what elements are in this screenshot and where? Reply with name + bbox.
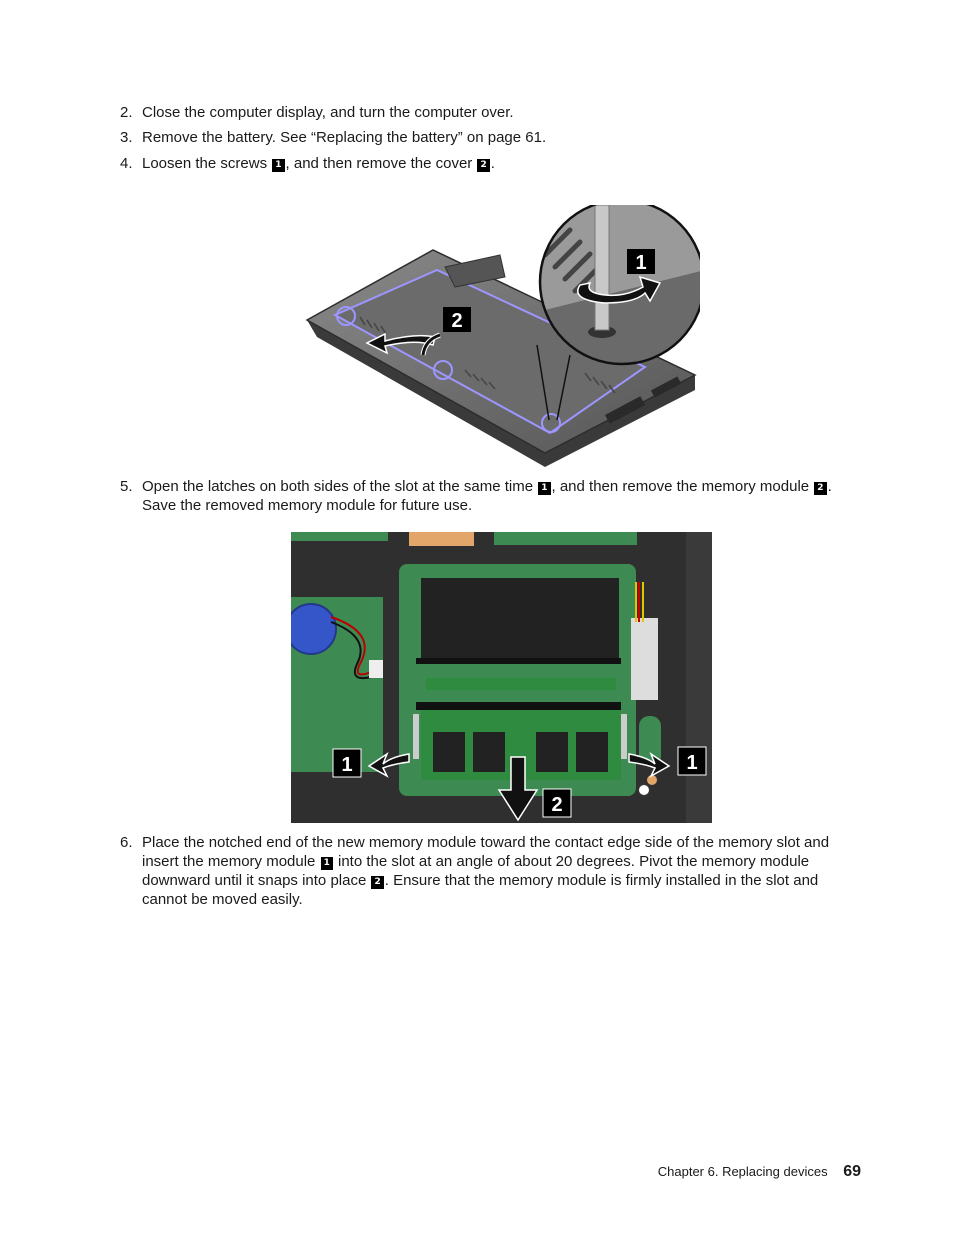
cover-removal-illustration: 2 1: [305, 205, 700, 467]
callout-1-right: [677, 746, 707, 776]
text-run: , and then remove the memory module: [551, 478, 814, 495]
text-run: Loosen the screws: [142, 155, 272, 172]
step-text: Place the notched end of the new memory …: [142, 833, 847, 909]
callout-badge: 2: [814, 482, 827, 495]
callout-badge: 2: [371, 876, 384, 889]
text-run: Save the removed memory module for futur…: [142, 497, 473, 514]
page-number: 69: [843, 1163, 861, 1180]
text-run: . Ensure that the memory module is firml…: [142, 872, 819, 908]
step-number: 6.: [120, 834, 133, 851]
step-number: 4.: [120, 155, 133, 172]
step-number: 3.: [120, 129, 133, 146]
step-number: 2.: [120, 104, 133, 121]
callout-badge: 1: [538, 482, 551, 495]
step-text: Close the computer display, and turn the…: [142, 104, 514, 121]
text-run: into the slot at an angle of about 20 de…: [142, 853, 810, 889]
text-run: Open the latches on both sides of the sl…: [142, 478, 538, 495]
text-run: Place the notched end of the new memory …: [142, 834, 830, 870]
callout-1-label: 1: [635, 252, 646, 274]
callout-2-label: 2: [451, 310, 462, 332]
step-text: Open the latches on both sides of the sl…: [142, 477, 867, 515]
callout-2: [443, 307, 471, 332]
callout-1-right-label: 1: [686, 752, 697, 774]
callout-badge: 2: [477, 159, 490, 172]
callout-2: [542, 788, 572, 818]
memory-removal-illustration: 1 1 2: [291, 532, 712, 823]
text-run: .: [827, 478, 832, 495]
callout-1-left-label: 1: [341, 754, 352, 776]
callout-badge: 1: [320, 857, 333, 870]
callout-2-label: 2: [551, 794, 562, 816]
callout-1: [627, 249, 655, 274]
callout-badge: 1: [272, 159, 285, 172]
step-text: Loosen the screws 1, and then remove the…: [142, 154, 867, 173]
text-run: .: [490, 155, 495, 172]
step-text: Remove the battery. See “Replacing the b…: [142, 129, 547, 146]
callout-1-left: [332, 748, 362, 778]
page-footer: Chapter 6. Replacing devices 69: [658, 1163, 861, 1181]
step-number: 5.: [120, 478, 133, 495]
chapter-title: Chapter 6. Replacing devices: [657, 1164, 828, 1179]
text-run: , and then remove the cover: [285, 155, 477, 172]
